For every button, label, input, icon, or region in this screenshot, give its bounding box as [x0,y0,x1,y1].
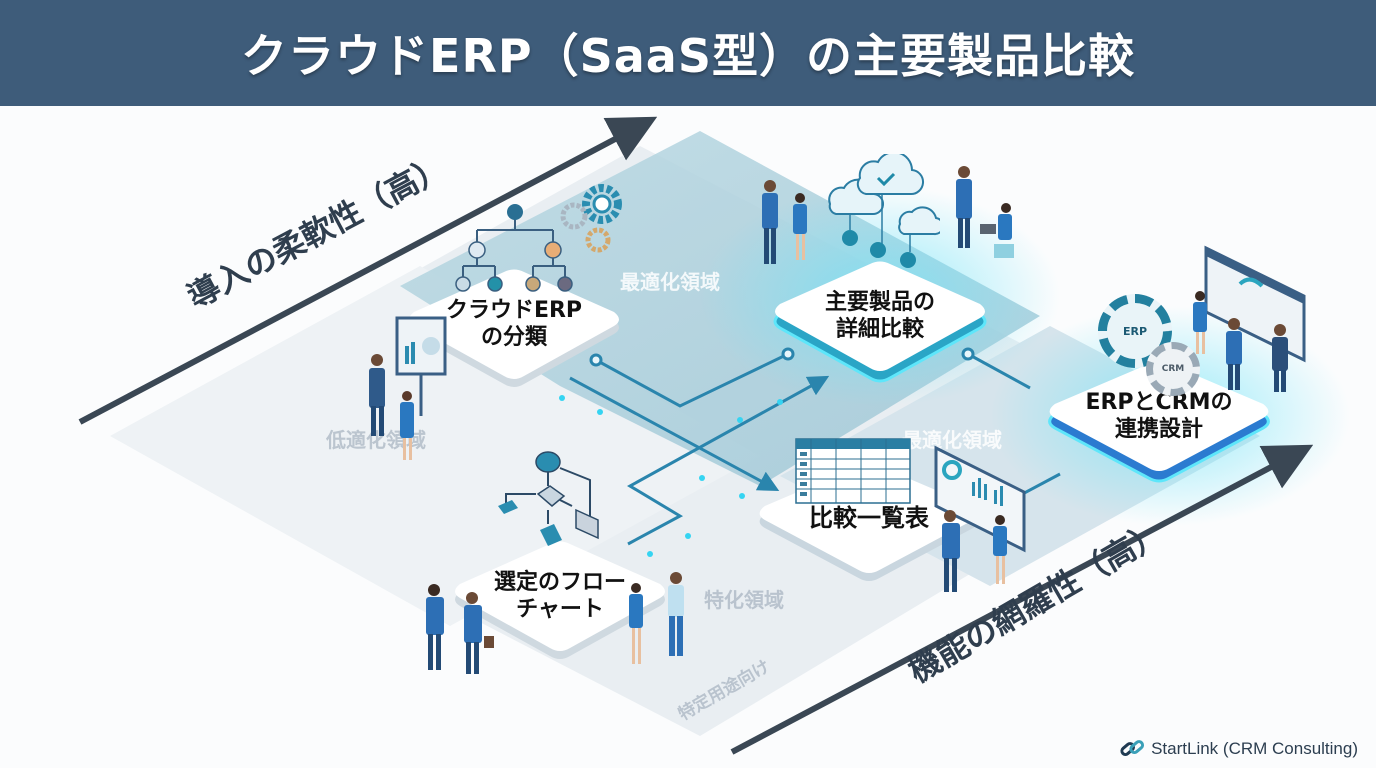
diagram-canvas: 最適化領域 最適化領域 低適化領域 特化領域 特定用途向け 導入の柔軟性（高） … [0,106,1376,768]
y-axis-arrow [78,116,658,425]
x-axis-arrow [730,444,1314,755]
cloud-check-icon [828,154,940,268]
spreadsheet-icon [795,438,911,504]
tile-base [1048,361,1270,483]
link-icon [1120,740,1145,756]
tablet-pair [629,572,684,664]
region-optimized-right: 最適化領域 [902,428,1002,452]
region-specialized: 特化領域 [704,588,784,612]
tile-label-line1: 選定のフロー [493,570,626,595]
region-optimized-top: 最適化領域 [620,270,720,294]
tile-label-line1: 主要製品の [824,290,935,315]
tile-label: 主要製品の 詳細比較 [825,289,935,343]
brand-name: StartLink (CRM Consulting) [1151,739,1358,758]
tile-label-line2: チャート [516,597,604,622]
tile-label-line1: クラウドERP [445,298,583,323]
tile-label: クラウドERP の分類 [446,297,582,351]
tile-label-line1: ERPとCRMの [1085,390,1233,415]
flowchart-icon [498,451,599,546]
tile-label: ERPとCRMの 連携設計 [1085,389,1232,443]
analysts-pair [942,510,1007,592]
business-pair-top [762,180,807,264]
tile-base [455,541,665,659]
tile-base [773,261,987,383]
tile-label: 選定のフロー チャート [494,569,626,623]
tile-label: 比較一覧表 [809,503,929,532]
tile-base [409,269,619,387]
tile-label-line2: の分類 [480,325,547,350]
business-pair-right [956,166,1014,258]
tile-detail-comparison[interactable]: 主要製品の 詳細比較 [760,256,1000,383]
brand-footer: StartLink (CRM Consulting) [1119,738,1358,760]
gears-icon [560,184,622,253]
tile-flowchart[interactable]: 選定のフロー チャート [440,536,680,659]
tile-label-line2: 連携設計 [1114,417,1203,442]
presenters-group [369,316,447,460]
org-chart-icon [455,204,573,292]
page-title: クラウドERP（SaaS型）の主要製品比較 [241,29,1135,83]
team-at-screen [1193,291,1288,392]
connector-dots [559,395,783,557]
tile-erp-crm[interactable]: ERPとCRMの 連携設計 [1034,356,1284,483]
title-bar: クラウドERP（SaaS型）の主要製品比較 [0,0,1376,106]
handshake-pair [426,584,494,674]
tile-label-line2: 詳細比較 [835,317,924,342]
diagram-background [78,116,1350,755]
tile-classification[interactable]: クラウドERP の分類 [394,264,634,387]
connector-lines [569,347,1061,546]
crm-gear-icon: CRM [1146,342,1200,396]
